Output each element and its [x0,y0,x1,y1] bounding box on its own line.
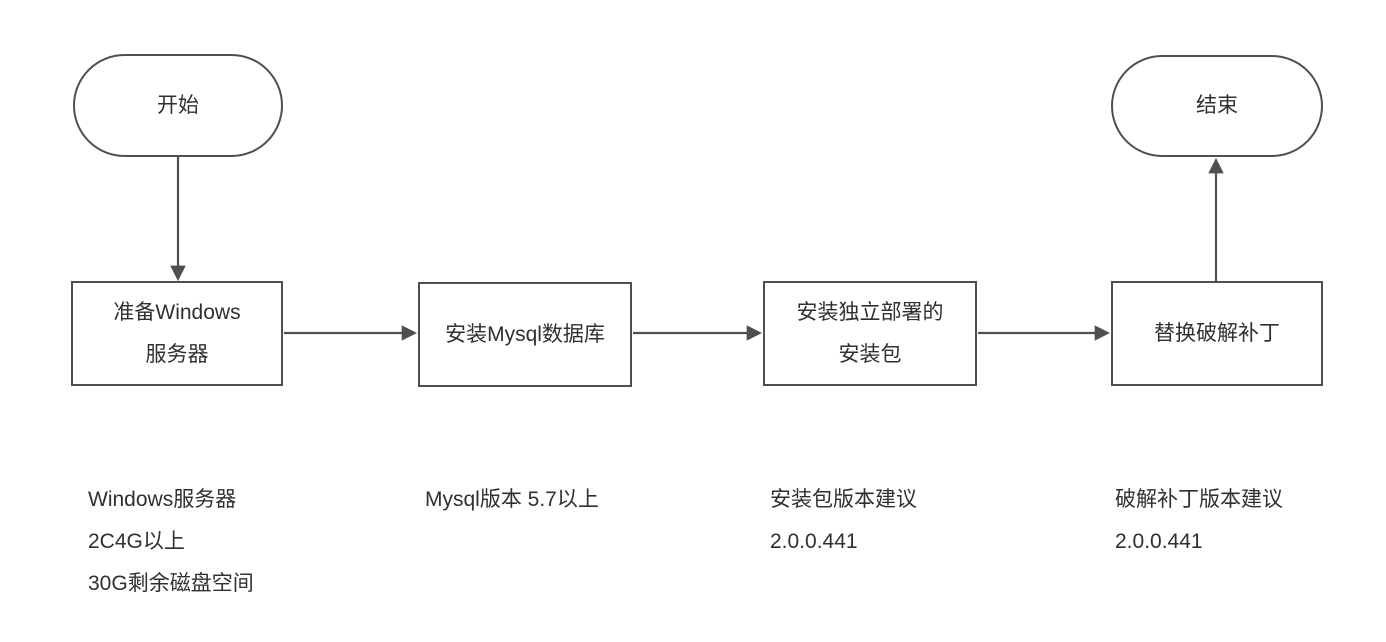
end-node-label: 结束 [1196,94,1238,117]
note-line: 破解补丁版本建议 [1115,488,1283,511]
step-label-line: 准备Windows [113,300,241,324]
start-node-label: 开始 [157,93,199,117]
step-label-line: 服务器 [145,342,209,366]
note-line: Mysql版本 5.7以上 [425,488,599,511]
note-line: 2C4G以上 [88,530,185,553]
step-install-mysql: 安装Mysql数据库 [418,282,632,387]
note-package-version: 安装包版本建议 2.0.0.441 [770,479,917,563]
step-prepare-windows-server: 准备Windows 服务器 [71,281,283,386]
note-line: 2.0.0.441 [770,530,858,553]
note-line: 2.0.0.441 [1115,530,1203,553]
note-line: Windows服务器 [88,488,237,511]
step-install-standalone-package: 安装独立部署的 安装包 [763,281,977,386]
note-line: 30G剩余磁盘空间 [88,572,254,595]
step-label-line: 安装Mysql数据库 [445,322,605,346]
note-windows-server-requirements: Windows服务器 2C4G以上 30G剩余磁盘空间 [88,479,254,605]
step-label-line: 安装独立部署的 [796,300,944,324]
step-label-line: 替换破解补丁 [1154,321,1280,345]
step-label-line: 安装包 [838,342,902,366]
start-node: 开始 [73,54,283,157]
note-patch-version: 破解补丁版本建议 2.0.0.441 [1115,479,1283,563]
note-mysql-version: Mysql版本 5.7以上 [425,479,599,521]
step-replace-crack-patch: 替换破解补丁 [1111,281,1323,386]
note-line: 安装包版本建议 [770,488,917,511]
end-node: 结束 [1111,55,1323,157]
